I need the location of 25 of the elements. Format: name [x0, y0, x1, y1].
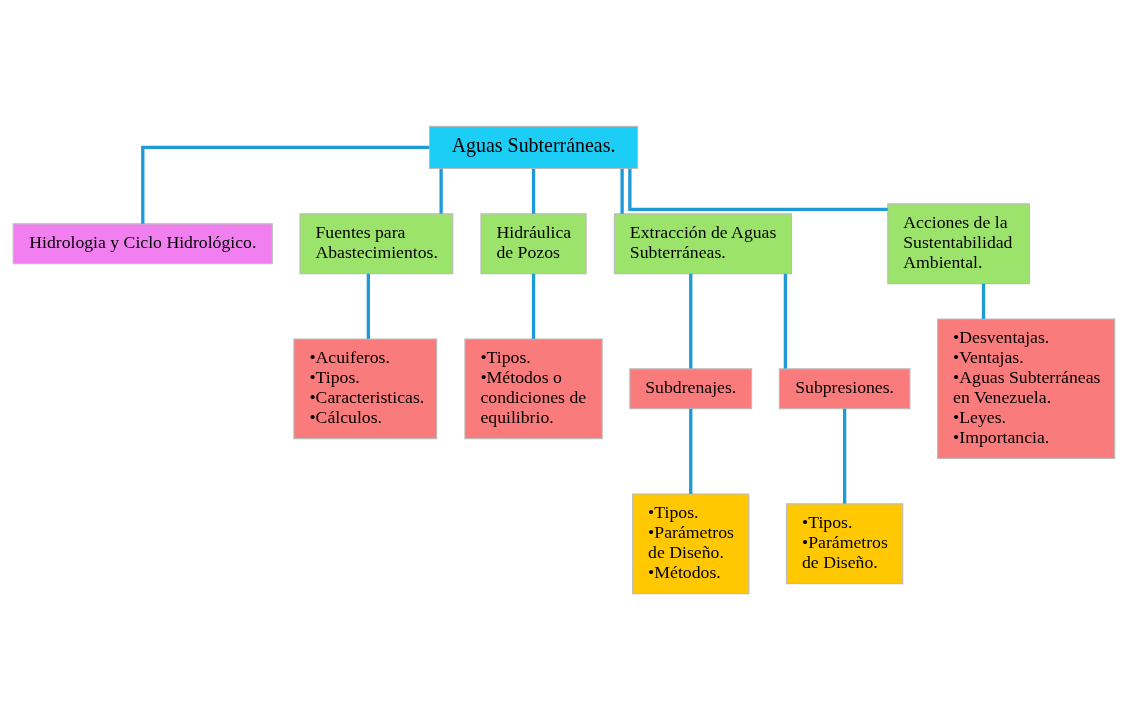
node-box: Subpresiones. — [778, 368, 911, 410]
connector — [439, 168, 443, 214]
node-box: •Tipos. •Parámetros de Diseño. — [785, 503, 904, 585]
node-box: Subdrenajes. — [629, 368, 753, 410]
node-box: Aguas Subterráneas. — [428, 125, 639, 170]
connector — [783, 273, 788, 369]
connector — [141, 145, 430, 224]
connector — [689, 408, 693, 494]
node-box: •Acuiferos. •Tipos. •Caracteristicas. •Cálculos. — [293, 338, 438, 440]
connector — [981, 283, 986, 319]
node-box: •Tipos. •Métodos o condiciones de equilibrio. — [464, 338, 603, 440]
connector — [842, 408, 847, 504]
connector — [620, 168, 624, 214]
node-box: Hidrologia y Ciclo Hidrológico. — [12, 223, 273, 265]
connector — [531, 273, 536, 339]
node-box: Extracción de Aguas Subterráneas. — [613, 213, 793, 275]
connector — [628, 168, 888, 212]
node-box: •Tipos. •Parámetros de Diseño. •Métodos. — [632, 493, 750, 595]
connector — [366, 273, 370, 339]
node-box: •Desventajas. •Ventajas. •Aguas Subterráneas en Venezuela. •Leyes. •Importancia. — [937, 318, 1116, 460]
node-box: Hidráulica de Pozos — [480, 213, 587, 275]
connector — [531, 168, 536, 214]
connector — [689, 273, 693, 369]
node-box: Fuentes para Abastecimientos. — [299, 213, 454, 275]
node-box: Acciones de la Sustentabilidad Ambiental. — [887, 203, 1031, 285]
